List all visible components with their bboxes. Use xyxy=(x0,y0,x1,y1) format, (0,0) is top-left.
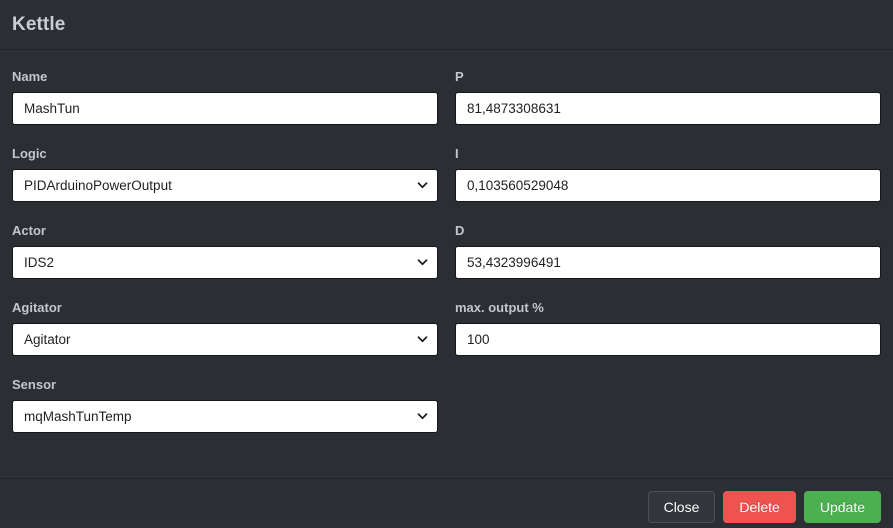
value-sensor: mqMashTunTemp xyxy=(24,408,132,424)
label-agitator: Agitator xyxy=(12,299,62,315)
value-logic: PIDArduinoPowerOutput xyxy=(24,177,172,193)
label-max_output: max. output % xyxy=(455,299,544,315)
label-p: P xyxy=(455,69,464,84)
label-d: D xyxy=(455,222,465,238)
value-p: 81,4873308631 xyxy=(467,100,561,116)
update-button[interactable]: Update xyxy=(803,491,881,523)
label-name: Name xyxy=(12,69,48,84)
select-sensor[interactable]: mqMashTunTemp xyxy=(12,399,438,433)
input-max_output[interactable]: 100 xyxy=(455,322,881,356)
chevron-down-icon xyxy=(417,257,428,268)
value-i: 0,103560529048 xyxy=(467,177,569,193)
value-agitator: Agitator xyxy=(24,331,71,347)
close-button[interactable]: Close xyxy=(647,491,716,523)
label-logic: Logic xyxy=(12,145,47,161)
dialog-footer: Close Delete Update xyxy=(0,478,893,528)
chevron-down-icon xyxy=(417,334,428,345)
form-group-max_output: max. output % 100 xyxy=(455,299,881,356)
value-actor: IDS2 xyxy=(24,254,55,270)
input-i[interactable]: 0,103560529048 xyxy=(455,168,881,202)
form-group-p: P 81,4873308631 xyxy=(455,69,881,125)
chevron-down-icon xyxy=(417,411,428,422)
page-title: Kettle xyxy=(12,14,66,35)
input-p[interactable]: 81,4873308631 xyxy=(455,91,881,125)
select-agitator[interactable]: Agitator xyxy=(12,322,438,356)
label-actor: Actor xyxy=(12,222,46,238)
select-actor[interactable]: IDS2 xyxy=(12,245,438,279)
label-i: I xyxy=(455,145,459,161)
select-logic[interactable]: PIDArduinoPowerOutput xyxy=(12,168,438,202)
value-max_output: 100 xyxy=(467,331,490,347)
chevron-down-icon xyxy=(417,180,428,191)
value-name: MashTun xyxy=(24,100,80,116)
form-group-i: I 0,103560529048 xyxy=(455,145,881,202)
form-group-sensor: Sensor mqMashTunTemp xyxy=(12,376,438,433)
value-d: 53,4323996491 xyxy=(467,254,561,270)
input-name[interactable]: MashTun xyxy=(12,91,438,125)
input-d[interactable]: 53,4323996491 xyxy=(455,245,881,279)
label-sensor: Sensor xyxy=(12,376,57,392)
dialog-header: Kettle xyxy=(0,0,893,50)
delete-button[interactable]: Delete xyxy=(723,491,796,523)
